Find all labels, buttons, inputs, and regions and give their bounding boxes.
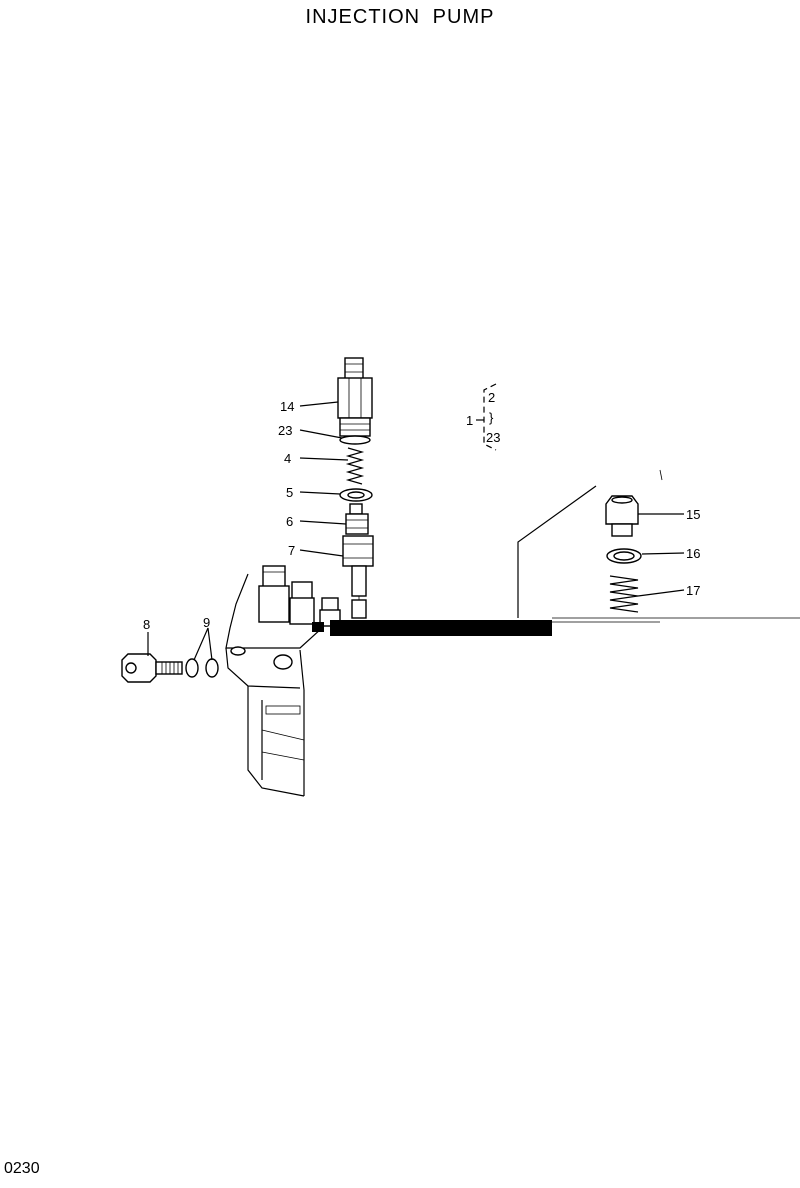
o-ring-part-23 — [339, 435, 371, 445]
callout-14: 14 — [280, 399, 294, 414]
page-title: INJECTION PUMP — [305, 6, 495, 28]
delivery-valve-part-6 — [345, 503, 369, 535]
spring-part-4 — [345, 447, 365, 485]
gasket-16-hole — [613, 551, 635, 561]
gasket-hole — [347, 491, 365, 499]
callout-23: 23 — [278, 423, 292, 438]
injection-pump-body — [225, 565, 800, 797]
banjo-bolt-part-8 — [121, 653, 183, 683]
callout-15: 15 — [686, 507, 700, 522]
callout-6: 6 — [286, 514, 293, 529]
delivery-valve-holder-part-14 — [337, 357, 373, 437]
callout-8: 8 — [143, 617, 150, 632]
callout-16: 16 — [686, 546, 700, 561]
page-number: 0230 — [4, 1160, 40, 1177]
pump-rail-bar — [330, 620, 552, 636]
callout-5: 5 — [286, 485, 293, 500]
group-last-label: 23 — [486, 430, 500, 445]
callout-9: 9 — [203, 615, 210, 630]
washer-part-9b — [205, 658, 219, 678]
washer-part-9a — [185, 658, 199, 678]
callout-17: 17 — [686, 583, 700, 598]
group-first-label: 2 — [488, 390, 495, 405]
plug-screw-part-15 — [605, 495, 639, 537]
spring-part-17 — [609, 575, 639, 613]
callout-7: 7 — [288, 543, 295, 558]
group-connector-label: } — [489, 410, 494, 425]
callout-4: 4 — [284, 451, 291, 466]
group-parent-label: 1 — [466, 413, 473, 428]
